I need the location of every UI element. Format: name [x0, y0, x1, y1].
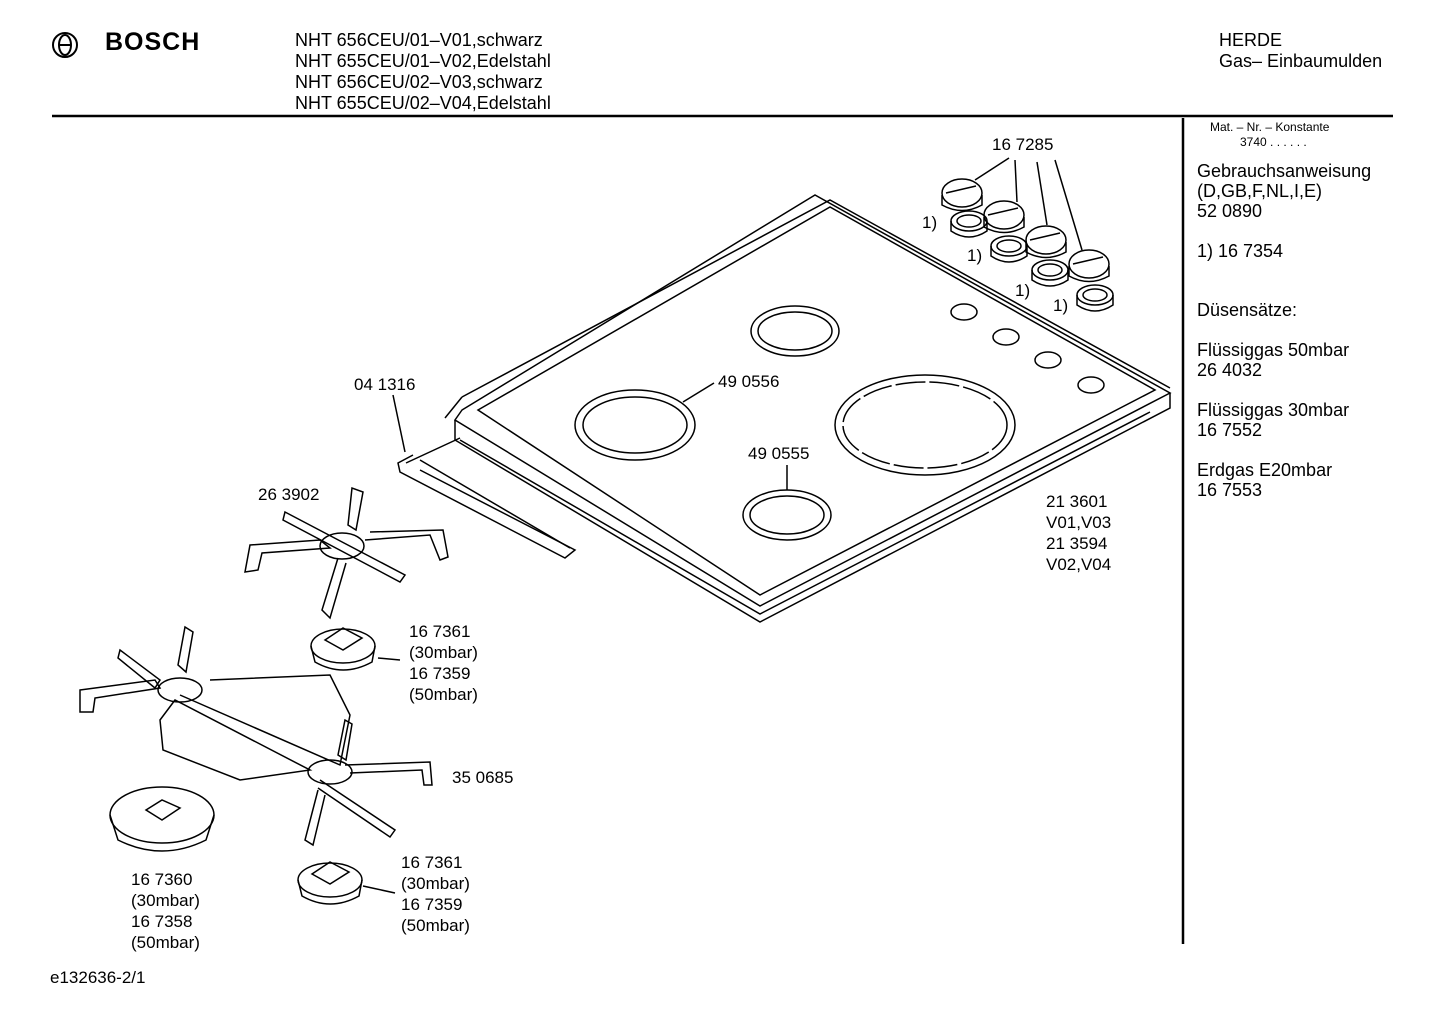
burner-cap-2 — [297, 861, 363, 905]
footnote-mark: 1) — [1053, 296, 1069, 315]
model-list: NHT 656CEU/01–V01,schwarz NHT 655CEU/01–… — [295, 30, 551, 114]
nozzles-title: Düsensätze: — [1197, 300, 1298, 320]
label-seal: 04 1316 — [354, 375, 416, 394]
ring-top — [750, 305, 840, 357]
nozzle-set: Erdgas E20mbar 16 7553 — [1197, 460, 1332, 500]
mat-nr-value: 3740 . . . . . . — [1240, 135, 1307, 149]
label-knobs: 16 7285 — [992, 135, 1054, 154]
cap-part-b: 16 7358 — [131, 912, 193, 931]
model-line: NHT 656CEU/01–V01,schwarz — [295, 30, 543, 50]
label-burner-cap-big: 16 7360 (30mbar) 16 7358 (50mbar) — [131, 869, 200, 953]
model-line: NHT 655CEU/02–V04,Edelstahl — [295, 93, 551, 113]
manual-number: 52 0890 — [1197, 201, 1263, 221]
footnote-mark: 1) — [1015, 281, 1031, 300]
cap-part-a: 16 7361 — [409, 622, 471, 641]
cap-pressure-b: (50mbar) — [401, 916, 470, 935]
cap-part-a: 16 7361 — [401, 853, 463, 872]
pan-support-large — [79, 625, 433, 847]
drawing-code: e132636-2/1 — [50, 968, 146, 987]
nozzle-set-number: 16 7552 — [1197, 420, 1263, 440]
brand-name: BOSCH — [105, 28, 201, 56]
hob-part-b: 21 3594 — [1046, 534, 1108, 553]
model-line: NHT 656CEU/02–V03,schwarz — [295, 72, 543, 92]
footnote-mark: 1) — [922, 213, 938, 232]
hob-variant-b: V02,V04 — [1046, 555, 1112, 574]
burner-cap-1 — [310, 627, 401, 671]
nozzle-set-name: Flüssiggas 30mbar — [1197, 400, 1350, 420]
label-ring-large: 49 0556 — [718, 372, 780, 391]
label-burner-cap-1: 16 7361 (30mbar) 16 7359 (50mbar) — [409, 621, 478, 705]
cap-part-b: 16 7359 — [409, 664, 471, 683]
cap-part-b: 16 7359 — [401, 895, 463, 914]
manual-block: Gebrauchsanweisung (D,GB,F,NL,I,E) 52 08… — [1197, 161, 1371, 221]
cap-pressure-b: (50mbar) — [409, 685, 478, 704]
label-grate-small: 26 3902 — [258, 485, 320, 504]
ring-small — [742, 489, 832, 541]
label-ring-small: 49 0555 — [748, 444, 810, 463]
label-burner-cap-2: 16 7361 (30mbar) 16 7359 (50mbar) — [401, 852, 470, 936]
nozzle-set-name: Flüssiggas 50mbar — [1197, 340, 1350, 360]
control-knobs — [941, 178, 1110, 283]
ring-wok — [834, 374, 1016, 476]
seal-strip — [397, 437, 577, 559]
label-grate-large: 35 0685 — [452, 768, 514, 787]
category-block: HERDE Gas– Einbaumulden — [1219, 30, 1382, 72]
mat-nr-label: Mat. – Nr. – Konstante — [1210, 120, 1330, 134]
category-main: HERDE — [1219, 30, 1283, 50]
cap-pressure-a: (30mbar) — [401, 874, 470, 893]
model-line: NHT 655CEU/01–V02,Edelstahl — [295, 51, 551, 71]
burner-cap-big — [109, 786, 215, 852]
hob-part-a: 21 3601 — [1046, 492, 1108, 511]
category-sub: Gas– Einbaumulden — [1219, 51, 1383, 71]
cap-pressure-a: (30mbar) — [409, 643, 478, 662]
manual-title: Gebrauchsanweisung — [1197, 161, 1372, 181]
hob-plate — [444, 194, 1172, 623]
pan-support-small — [244, 486, 449, 620]
knob-seals — [950, 210, 1114, 312]
cap-pressure-a: (30mbar) — [131, 891, 200, 910]
nozzle-set-number: 16 7553 — [1197, 480, 1263, 500]
label-hob: 21 3601 V01,V03 21 3594 V02,V04 — [1046, 491, 1111, 575]
footnote-mark: 1) — [967, 246, 983, 265]
nozzle-set: Flüssiggas 50mbar 26 4032 — [1197, 340, 1349, 380]
manual-languages: (D,GB,F,NL,I,E) — [1197, 181, 1323, 201]
bosch-logo: BOSCH — [50, 28, 210, 62]
hob-variant-a: V01,V03 — [1046, 513, 1112, 532]
cap-part-a: 16 7360 — [131, 870, 193, 889]
nozzle-set-number: 26 4032 — [1197, 360, 1263, 380]
footnote-part: 1) 16 7354 — [1197, 241, 1284, 261]
bosch-armature-icon — [52, 32, 78, 58]
nozzle-set-name: Erdgas E20mbar — [1197, 460, 1333, 480]
ring-large — [574, 389, 696, 461]
cap-pressure-b: (50mbar) — [131, 933, 200, 952]
nozzle-set: Flüssiggas 30mbar 16 7552 — [1197, 400, 1349, 440]
